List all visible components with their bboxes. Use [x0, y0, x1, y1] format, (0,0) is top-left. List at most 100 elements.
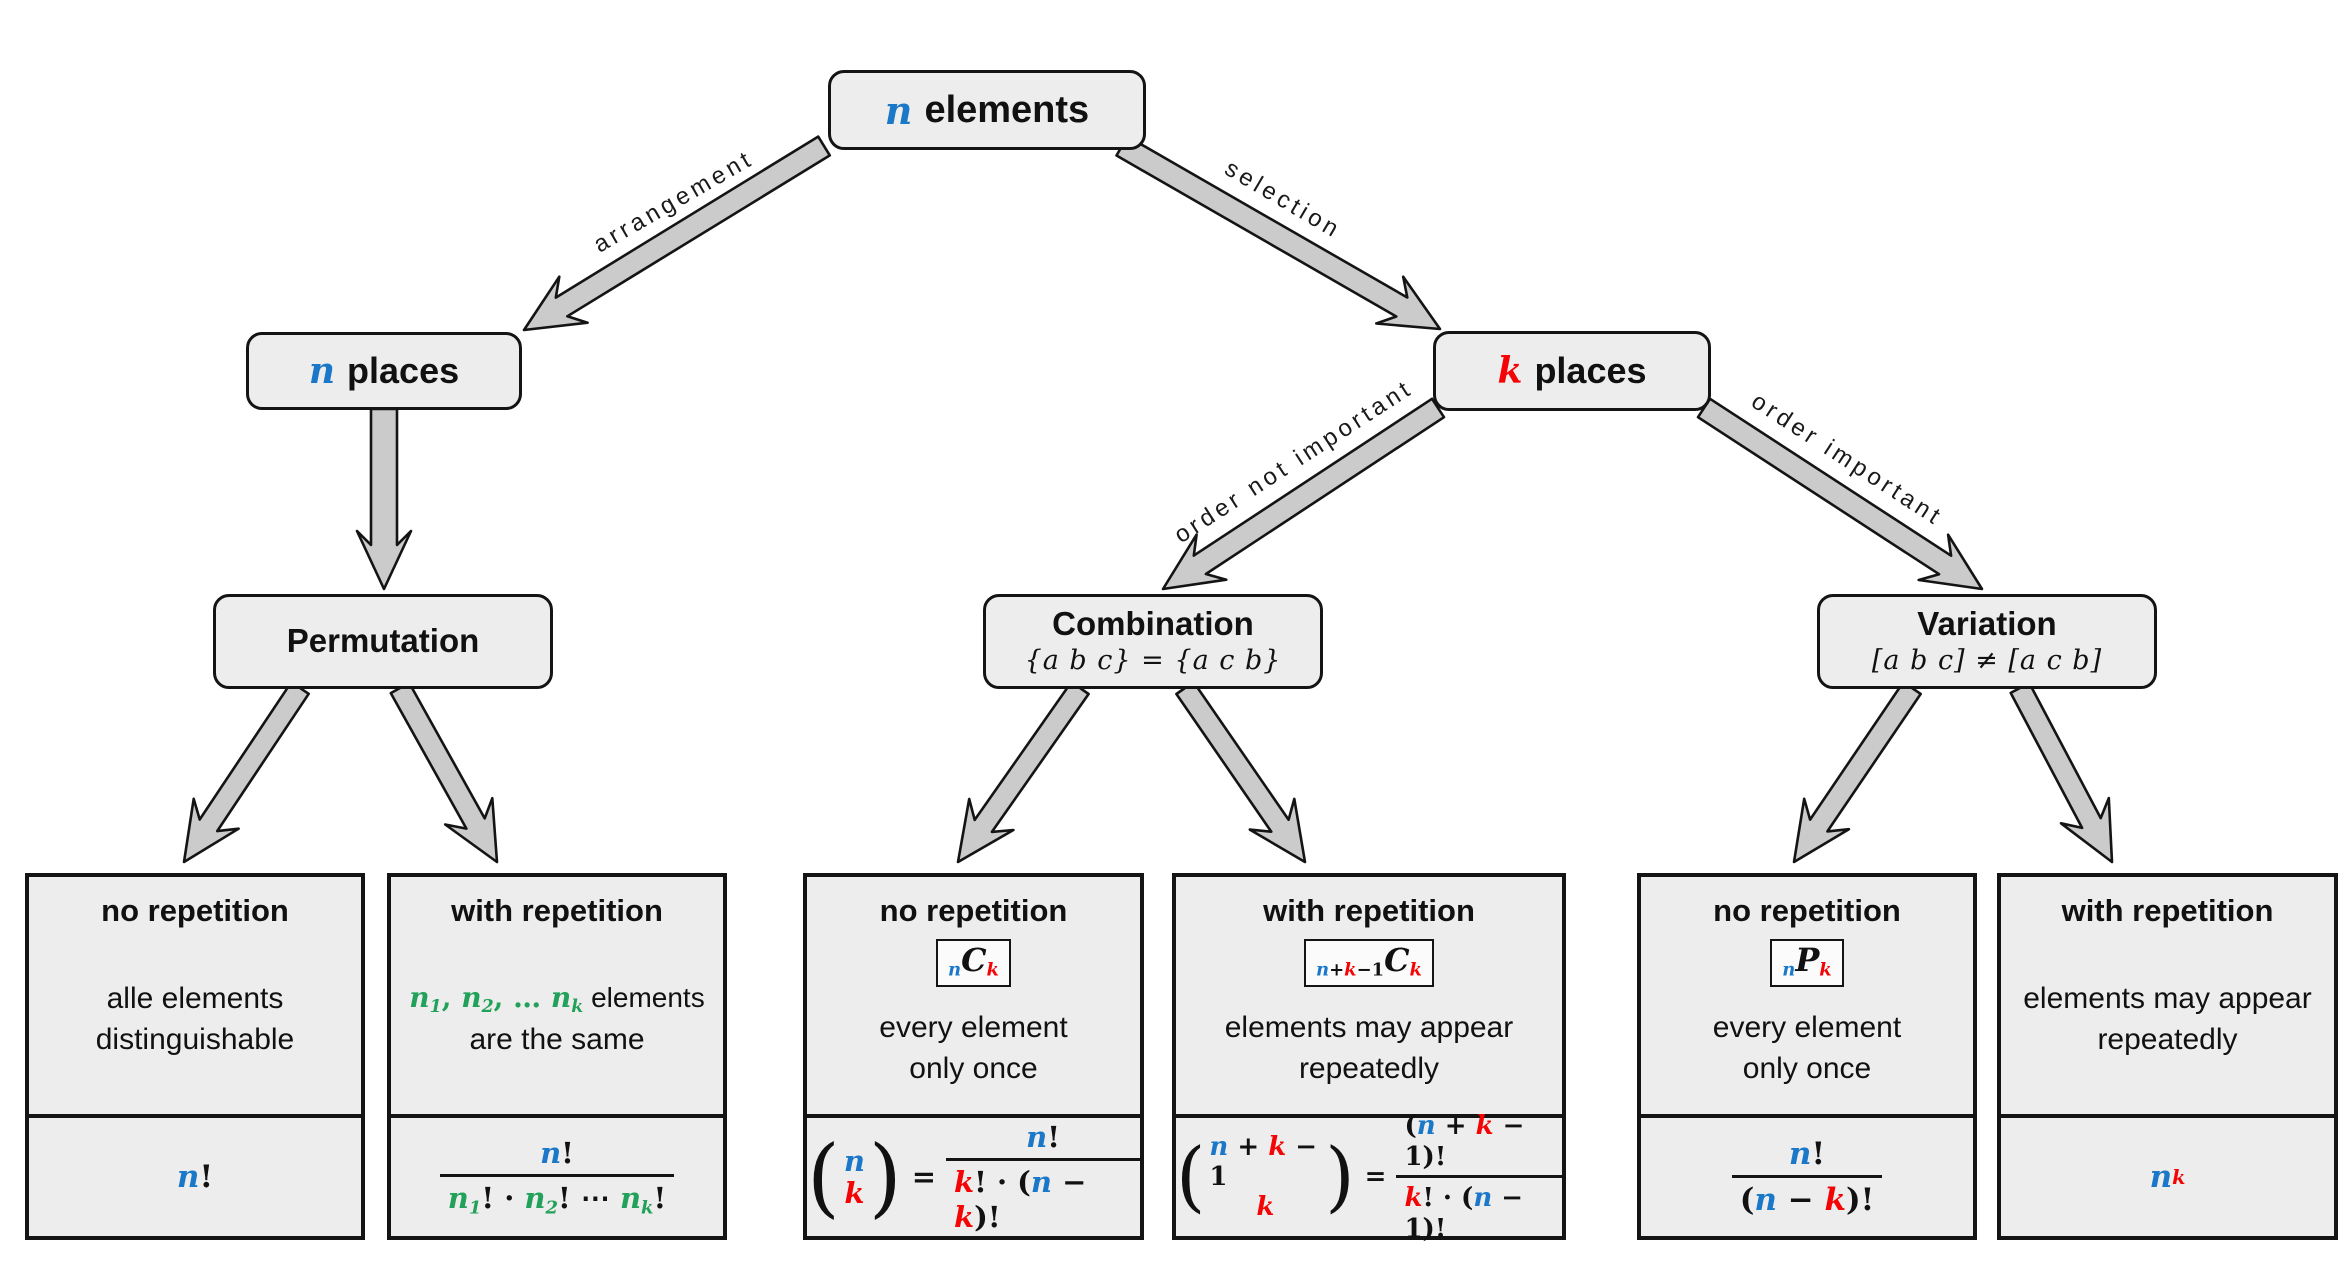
math-n: n	[176, 1159, 200, 1195]
paren-factorial: )!	[1845, 1182, 1875, 1218]
arrow-var-to-no-rep	[1792, 680, 1922, 864]
formula-falling-factorial: n! (n − k)!	[1641, 1114, 1973, 1236]
arrow-selection	[1115, 135, 1442, 331]
math-k: k	[1475, 1111, 1494, 1141]
right-paren: )	[868, 1126, 902, 1227]
description-line: are the same	[469, 1022, 645, 1056]
subscript: k	[641, 1197, 654, 1219]
math-factorial: !	[561, 1135, 574, 1170]
math-n: n	[1416, 1111, 1436, 1141]
ellipsis: , …	[493, 980, 551, 1014]
permutation-title: Permutation	[286, 622, 480, 660]
operator: ! ·	[481, 1180, 525, 1215]
nPk-badge: nPk	[1770, 939, 1844, 988]
node-n-elements-label: elements	[924, 88, 1090, 131]
description-line: elements	[583, 981, 705, 1013]
operator: ! ⋯	[558, 1180, 620, 1215]
card-variation-no-repetition: no repetition nPk every element only onc…	[1637, 873, 1977, 1240]
arrow-comb-to-with-rep	[1175, 680, 1307, 864]
minus: −	[1286, 1132, 1318, 1163]
card-description: elements may appear repeatedly	[2023, 929, 2312, 1114]
minus-one-factorial: − 1)!	[1404, 1183, 1524, 1244]
card-description: alle elements distinguishable	[96, 929, 294, 1114]
math-n2: n	[524, 1180, 546, 1215]
math-factorial: !	[199, 1159, 214, 1195]
subscript-k: k	[1819, 959, 1832, 981]
subscript-minus-1: −1	[1356, 959, 1385, 981]
nCk-badge: nCk	[936, 939, 1011, 988]
card-permutation-with-repetition: with repetition n1, n2, … nk elements ar…	[387, 873, 727, 1240]
math-k: k	[1404, 1183, 1423, 1213]
formula-multiset-coefficient: ( n + k − 1 k ) = (n + k − 1)! k! · (n −…	[1176, 1111, 1562, 1244]
card-description: elements may appear repeatedly	[1225, 987, 1514, 1114]
math-C: C	[1384, 941, 1410, 979]
math-k: k	[1497, 350, 1523, 392]
left-paren: (	[1176, 1131, 1206, 1222]
paren: (	[1404, 1111, 1417, 1141]
minus-one-factorial: − 1)!	[1404, 1111, 1525, 1172]
subscript: 2	[481, 997, 494, 1018]
description-line: every element	[1712, 1011, 1902, 1045]
combination-example: {a b c} = {a c b}	[1024, 645, 1282, 677]
node-permutation: Permutation	[213, 594, 553, 689]
node-n-places-label: places	[347, 350, 460, 391]
math-n: n	[540, 1135, 562, 1170]
minus: −	[1776, 1182, 1825, 1218]
math-n2: n	[461, 980, 482, 1014]
plus: +	[1228, 1132, 1269, 1163]
card-combination-with-repetition: with repetition n+k−1Ck elements may app…	[1172, 873, 1566, 1244]
math-k: k	[1824, 1182, 1846, 1218]
math-nk: n	[619, 1180, 642, 1215]
equals-sign: =	[911, 1160, 937, 1194]
arrow-comb-to-no-rep	[956, 680, 1090, 864]
node-k-places-label: places	[1534, 350, 1647, 391]
comma: ,	[441, 980, 462, 1014]
description-line: distinguishable	[95, 1022, 295, 1056]
description-line: elements may appear	[2023, 982, 2312, 1015]
arrow-perm-to-with-rep	[389, 681, 499, 864]
arrow-n-places-down	[355, 407, 413, 591]
math-n1: n	[409, 980, 430, 1014]
card-variation-with-repetition: with repetition elements may appear repe…	[1997, 873, 2338, 1240]
math-k: k	[954, 1164, 975, 1199]
subscript: 1	[468, 1197, 482, 1219]
variation-example: [a b c] ≠ [a c b]	[1871, 645, 2103, 677]
math-P: P	[1795, 941, 1820, 979]
card-permutation-no-repetition: no repetition alle elements distinguisha…	[25, 873, 365, 1240]
card-header: no repetition	[879, 893, 1068, 928]
paren: (	[1739, 1182, 1755, 1218]
subscript-n: n	[1316, 959, 1330, 981]
math-n: n	[1026, 1119, 1048, 1154]
left-paren: (	[807, 1126, 840, 1227]
math-factorial: !	[1047, 1119, 1060, 1154]
card-combination-no-repetition: no repetition nCk every element only onc…	[803, 873, 1144, 1240]
description-line: only once	[1742, 1051, 1872, 1085]
description-line: alle elements	[106, 982, 284, 1015]
card-header: no repetition	[1713, 893, 1901, 928]
math-k: k	[844, 1176, 865, 1210]
card-description: every element only once	[1713, 987, 1901, 1114]
math-C: C	[961, 941, 987, 979]
n-plus-k-minus-1-Ck-badge: n+k−1Ck	[1304, 939, 1434, 988]
formula-n-factorial-over-repeats: n! n1! · n2! ⋯ nk!	[391, 1114, 723, 1236]
card-header: with repetition	[451, 893, 663, 928]
math-factorial: !	[653, 1180, 667, 1215]
formula-n-factorial: n!	[29, 1114, 361, 1236]
description-line: repeatedly	[1298, 1051, 1440, 1085]
subscript: 2	[545, 1197, 559, 1219]
math-n: n	[308, 350, 336, 392]
arrow-arrangement	[522, 135, 832, 332]
card-header: with repetition	[1263, 893, 1475, 928]
subscript-k: k	[1344, 959, 1357, 981]
arrow-order-not-important	[1161, 397, 1446, 591]
variation-title: Variation	[1917, 604, 2057, 642]
description-line: repeatedly	[2097, 1022, 2238, 1056]
node-combination: Combination {a b c} = {a c b}	[983, 594, 1323, 689]
subscript-k: k	[1409, 959, 1422, 981]
subscript-plus: +	[1329, 959, 1345, 981]
formula-binomial-coefficient: ( n k ) = n! k! · (n − k)!	[807, 1114, 1140, 1236]
